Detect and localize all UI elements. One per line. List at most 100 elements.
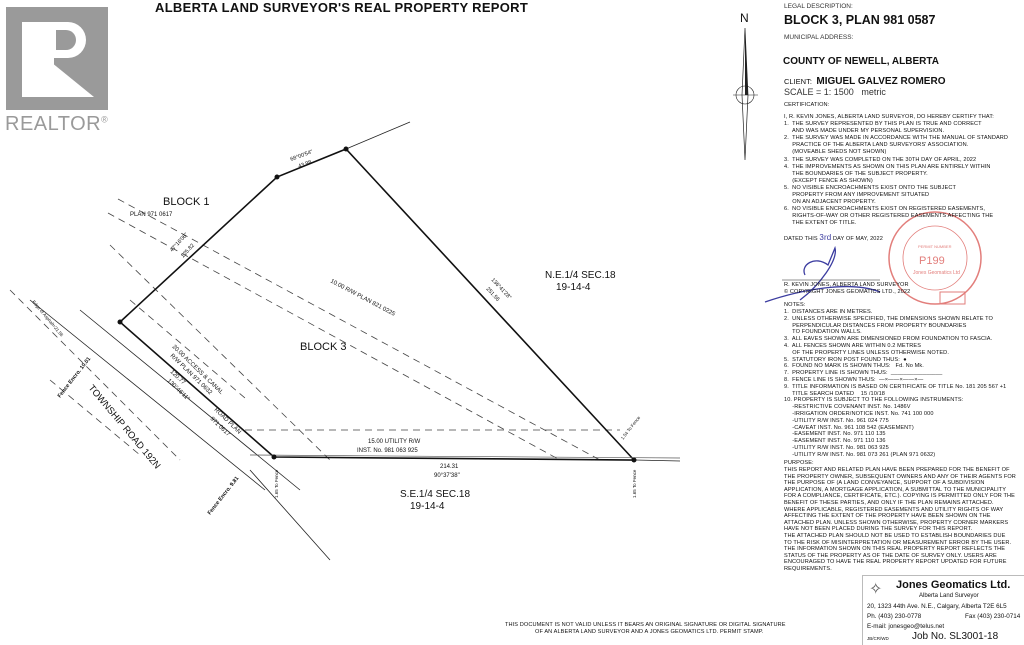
svg-text:PERMIT NUMBER: PERMIT NUMBER <box>918 244 952 249</box>
edge-of-asphalt-line <box>29 299 266 491</box>
s-bearing: 90°37'38" <box>434 473 460 479</box>
notes-line: -CAVEAT INST. No. 961 108 542 (EASEMENT) <box>784 424 914 431</box>
access-canal-line <box>129 299 246 399</box>
rw-10-label: 10.00 R/W PLAN 821 0225 <box>329 278 396 318</box>
svg-text:N: N <box>740 11 749 25</box>
n-distance: 43.98 <box>298 160 313 170</box>
cert-line: AND WAS MADE UNDER MY PERSONAL SUPERVISI… <box>784 128 945 135</box>
cert-line: ON AN ADJACENT PROPERTY. <box>784 199 876 206</box>
company-email: E-mail: jonesgeo@telus.net <box>867 623 945 630</box>
cert-line: THE BOUNDARIES OF THE SUBJECT PROPERTY. <box>784 170 928 177</box>
north-arrow-icon: N <box>733 11 758 161</box>
se-legal-label: 19-14-4 <box>410 501 445 512</box>
purpose-line: APPLICATION, A MORTGAGE APPLICATION, A S… <box>784 486 1007 493</box>
surveyor-name: R. KEVIN JONES, ALBERTA LAND SURVEYOR <box>784 282 909 288</box>
utility-inst: INST. No. 981 063 925 <box>357 448 418 454</box>
notes-line: PERPENDICULAR DISTANCES FROM PROPERTY BO… <box>784 322 967 329</box>
notes-label: NOTES: <box>784 302 806 308</box>
purpose-line: THE PROPERTY OWNER, SUBSEQUENT OWNERS AN… <box>784 473 1016 480</box>
realtor-logo <box>6 7 108 110</box>
certification-label: CERTIFICATION: <box>784 102 830 108</box>
certification-text: I, R. KEVIN JONES, ALBERTA LAND SURVEYOR… <box>784 114 1008 228</box>
notes-line: 5. STATUTORY IRON POST FOUND THUS: ● <box>784 356 907 363</box>
notes-line: OF THE PROPERTY LINES UNLESS OTHERWISE N… <box>784 349 949 356</box>
rw-10-line-south <box>107 212 561 461</box>
cert-line: 5. NO VISIBLE ENCROACHMENTS EXIST ONTO T… <box>784 184 957 191</box>
job-number: Job No. SL3001-18 <box>912 631 999 642</box>
notes-line: -RESTRICTIVE COVENANT INST. No. 1486V <box>784 404 911 411</box>
permit-stamp: P199 Jones Geomatics Ltd PERMIT NUMBER <box>888 211 982 305</box>
municipal-address-value: COUNTY OF NEWELL, ALBERTA <box>783 56 939 67</box>
notes-line: -EASEMENT INST. No. 971 110 135 <box>784 431 886 438</box>
scale: SCALE = 1: 1500 metric <box>784 87 886 97</box>
block1-plan: PLAN 971 0617 <box>130 212 173 218</box>
s-distance: 214.31 <box>440 464 459 470</box>
road-name: TOWNSHIP ROAD 192N <box>86 383 163 472</box>
cert-line: RIGHTS-OF-WAY OR OTHER REGISTERED EASEME… <box>784 213 994 220</box>
notes-line: 9. TITLE INFORMATION IS BASED ON CERTIFI… <box>784 383 1007 390</box>
iron-posts <box>117 146 637 463</box>
fence-encro-label: Fence Encro. 10.01 <box>57 356 92 399</box>
legal-description-value: BLOCK 3, PLAN 981 0587 <box>784 13 936 27</box>
fence-offset-2: 1.65 To Fence <box>632 469 637 498</box>
company-address: 20, 1323 44th Ave. N.E., Calgary, Albert… <box>867 603 1007 610</box>
notes-line: 2. UNLESS OTHERWISE SPECIFIED, THE DIMEN… <box>784 315 993 322</box>
notes-line: TO FOUNDATION WALLS. <box>784 329 862 336</box>
report-title: ALBERTA LAND SURVEYOR'S REAL PROPERTY RE… <box>155 0 529 15</box>
copyright: © COPYRIGHT JONES GEOMATICS LTD., 2022 <box>784 289 911 295</box>
validity-notice-1: THIS DOCUMENT IS NOT VALID UNLESS IT BEA… <box>505 622 786 628</box>
cert-line: (EXCEPT FENCE AS SHOWN) <box>784 177 873 184</box>
municipal-address-label: MUNICIPAL ADDRESS: <box>784 34 854 41</box>
drafter-initials: JB/CR/WD <box>867 636 889 641</box>
realtor-wordmark: REALTOR® <box>5 113 109 135</box>
cert-line: PRACTICE OF THE ALBERTA LAND SURVEYORS' … <box>784 142 969 149</box>
notes-text: 1. DISTANCES ARE IN METRES.2. UNLESS OTH… <box>784 309 1006 459</box>
validity-notice-2: OF AN ALBERTA LAND SURVEYOR AND A JONES … <box>535 629 764 635</box>
cert-line: 6. NO VISIBLE ENCROACHMENTS EXIST ON REG… <box>784 206 985 213</box>
company-phone: Ph. (403) 230-0778 <box>867 613 922 620</box>
nw-distance: 125.82 <box>180 243 196 259</box>
company-fax: Fax (403) 230-0714 <box>965 613 1021 620</box>
purpose-line: TO THE RISK OF MISINTERPRETATION OR MEAS… <box>784 539 1012 546</box>
cert-line: PROPERTY FROM ANY IMPROVEMENT SITUATED <box>784 192 930 199</box>
block3-label: BLOCK 3 <box>300 341 346 353</box>
company-title-block: ✧ Jones Geomatics Ltd. Alberta Land Surv… <box>862 575 1024 645</box>
notes-line: 4. ALL FENCES SHOWN ARE WITHIN 0.2 METRE… <box>784 342 922 349</box>
notes-line: -UTILITY R/W INST. No. 981 073 261 (PLAN… <box>784 451 936 458</box>
purpose-line: BENEFIT OF THESE PARTIES, AND ONLY IF TH… <box>784 499 994 506</box>
compass-icon: ✧ <box>869 581 883 598</box>
purpose-line: THE INFORMATION SHOWN ON THIS REAL PROPE… <box>784 546 1006 553</box>
purpose-line: ATTACHED PLAN. UNLESS SHOWN OTHERWISE, P… <box>784 519 1009 526</box>
utility-label: 15.00 UTILITY R/W <box>368 439 421 445</box>
legal-description-label: LEGAL DESCRIPTION: <box>784 3 853 10</box>
surveyor-signature <box>764 245 881 303</box>
notes-line: TITLE SEARCH DATED 15 /10/18 <box>784 390 886 397</box>
cert-line: 3. THE SURVEY WAS COMPLETED ON THE 30TH … <box>784 156 977 163</box>
dated-line: DATED THIS 3rd DAY OF MAY, 2022 <box>784 233 883 243</box>
purpose-line: REQUIREMENTS. <box>784 565 832 572</box>
purpose-label: PURPOSE: <box>784 460 814 466</box>
purpose-line: AFFECTING THE EXTENT OF THE PROPERTY HAV… <box>784 513 991 520</box>
purpose-line: THIS REPORT AND RELATED PLAN HAVE BEEN P… <box>784 467 1010 473</box>
notes-line: -EASEMENT INST. No. 971 110 136 <box>784 438 886 445</box>
cert-line: THE EXTENT OF TITLE. <box>784 220 857 227</box>
edge-asphalt-label: Edge of Asphalt=21.56 <box>31 299 64 337</box>
cert-line: 4. THE IMPROVEMENTS AS SHOWN ON THIS PLA… <box>784 163 991 170</box>
cert-line: 1. THE SURVEY REPRESENTED BY THIS PLAN I… <box>784 121 982 128</box>
property-boundary <box>118 148 636 461</box>
notes-line: -IRRIGATION ORDER/NOTICE INST. No. 741 1… <box>784 410 934 417</box>
company-name: Jones Geomatics Ltd. <box>896 579 1011 591</box>
fence-offset-3: 1.54 To Fence <box>620 415 642 441</box>
ne-quarter-label: N.E.1/4 SEC.18 <box>545 270 616 281</box>
purpose-text: THIS REPORT AND RELATED PLAN HAVE BEEN P… <box>784 467 1016 573</box>
purpose-line: HAVE NOT BEEN PLACED DURING THE SURVEY F… <box>784 526 973 533</box>
rw-10-line-north <box>117 198 601 461</box>
notes-line: 8. FENCE LINE IS SHOWN THUS: —×——×——×— <box>784 376 924 383</box>
purpose-line: STATUS OF THE PROPERTY AS OF THE DATE OF… <box>784 552 997 559</box>
svg-text:P199: P199 <box>919 255 945 267</box>
cert-line: (MOVEABLE SHEDS NOT SHOWN) <box>784 149 887 156</box>
notes-line: -UTILITY R/W INST. No. 981 063 925 <box>784 444 889 451</box>
block1-label: BLOCK 1 <box>163 196 209 208</box>
notes-line: 6. FOUND NO MARK IS SHOWN THUS: Fd. No M… <box>784 363 924 370</box>
